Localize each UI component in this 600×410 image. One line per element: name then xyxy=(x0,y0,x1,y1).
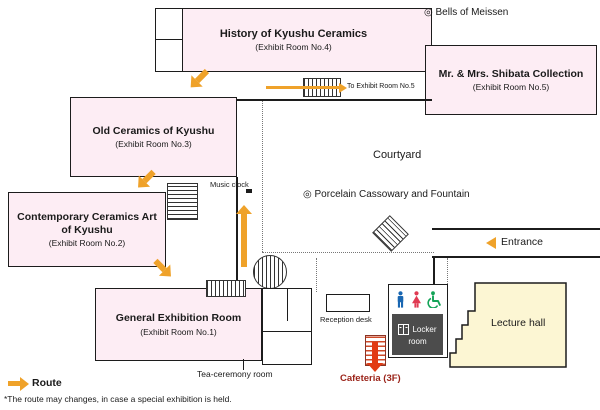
room5-subtitle: (Exhibit Room No.5) xyxy=(472,82,550,93)
double-circle-icon: ◎ xyxy=(424,7,433,18)
stairs-entrance xyxy=(372,215,409,252)
cafeteria-label: Cafeteria (3F) xyxy=(340,373,401,384)
route-legend-arrow-icon xyxy=(8,381,20,386)
wall xyxy=(236,177,238,289)
room3-subtitle: (Exhibit Room No.3) xyxy=(115,139,192,150)
room-exhibit-4: History of Kyushu Ceramics (Exhibit Room… xyxy=(155,8,432,72)
locker-label-line1: Locker xyxy=(412,324,437,334)
entrance-arrow-icon xyxy=(486,237,496,249)
music-clock-label: Music clock xyxy=(210,180,249,189)
locker-icon xyxy=(398,323,410,335)
restroom-icons xyxy=(389,291,447,308)
spiral-staircase xyxy=(253,255,287,289)
wall xyxy=(432,228,600,230)
room-exhibit-5: Mr. & Mrs. Shibata Collection (Exhibit R… xyxy=(425,45,597,115)
wall xyxy=(237,99,432,101)
route-arrow-up-icon xyxy=(236,205,252,267)
stairs-room2 xyxy=(167,183,198,220)
room5-title: Mr. & Mrs. Shibata Collection xyxy=(438,67,584,80)
courtyard-label: Courtyard xyxy=(373,149,422,161)
stairs-room1 xyxy=(206,280,246,297)
tea-ceremony-room xyxy=(262,288,312,365)
room3-title: Old Ceramics of Kyushu xyxy=(92,124,215,137)
cafeteria-arrow-icon xyxy=(372,342,378,363)
dotted-path xyxy=(262,101,263,252)
restroom-locker-block: Locker room xyxy=(388,284,448,358)
wall xyxy=(432,256,600,258)
music-clock-marker xyxy=(246,189,252,193)
womens-restroom-icon xyxy=(411,291,421,308)
wall xyxy=(433,258,435,286)
route-arrowhead-icon xyxy=(339,83,347,93)
lecture-hall xyxy=(449,282,567,368)
room2-subtitle: (Exhibit Room No.2) xyxy=(48,237,126,248)
double-circle-icon: ◎ xyxy=(303,189,312,200)
wheelchair-accessible-icon xyxy=(426,291,441,308)
room4-stairwell xyxy=(156,9,183,71)
reception-desk xyxy=(326,294,370,312)
room4-subtitle: (Exhibit Room No.4) xyxy=(255,42,332,53)
bells-of-meissen-label: ◎ Bells of Meissen xyxy=(424,7,509,18)
wall xyxy=(263,331,311,332)
room4-title: History of Kyushu Ceramics xyxy=(219,27,368,40)
dotted-path xyxy=(262,252,434,253)
route-legend-label: Route xyxy=(32,377,62,389)
room-exhibit-3: Old Ceramics of Kyushu (Exhibit Room No.… xyxy=(70,97,237,177)
locker-room: Locker room xyxy=(392,314,443,355)
to-exhibit-room5-label: To Exhibit Room No.5 xyxy=(347,83,415,90)
route-line xyxy=(266,86,340,89)
dotted-path xyxy=(316,258,317,292)
room-exhibit-1: General Exhibition Room (Exhibit Room No… xyxy=(95,288,262,361)
reception-desk-label: Reception desk xyxy=(320,315,372,324)
lecture-hall-label: Lecture hall xyxy=(491,317,546,329)
fountain-label: ◎ Porcelain Cassowary and Fountain xyxy=(303,189,470,200)
room1-title: General Exhibition Room xyxy=(115,312,242,325)
locker-label-line2: room xyxy=(408,336,427,346)
dotted-path xyxy=(447,258,448,284)
tea-ceremony-room-label: Tea-ceremony room xyxy=(197,369,273,379)
tea-room-pointer-line xyxy=(243,359,244,370)
wall xyxy=(156,39,182,40)
wall xyxy=(287,289,288,321)
room-exhibit-2: Contemporary Ceramics Art of Kyushu (Exh… xyxy=(8,192,166,267)
entrance-label: Entrance xyxy=(501,236,544,248)
route-note: *The route may changes, in case a specia… xyxy=(4,394,232,404)
room1-subtitle: (Exhibit Room No.1) xyxy=(140,326,217,337)
room2-title: Contemporary Ceramics Art of Kyushu xyxy=(17,211,157,236)
mens-restroom-icon xyxy=(397,291,403,308)
